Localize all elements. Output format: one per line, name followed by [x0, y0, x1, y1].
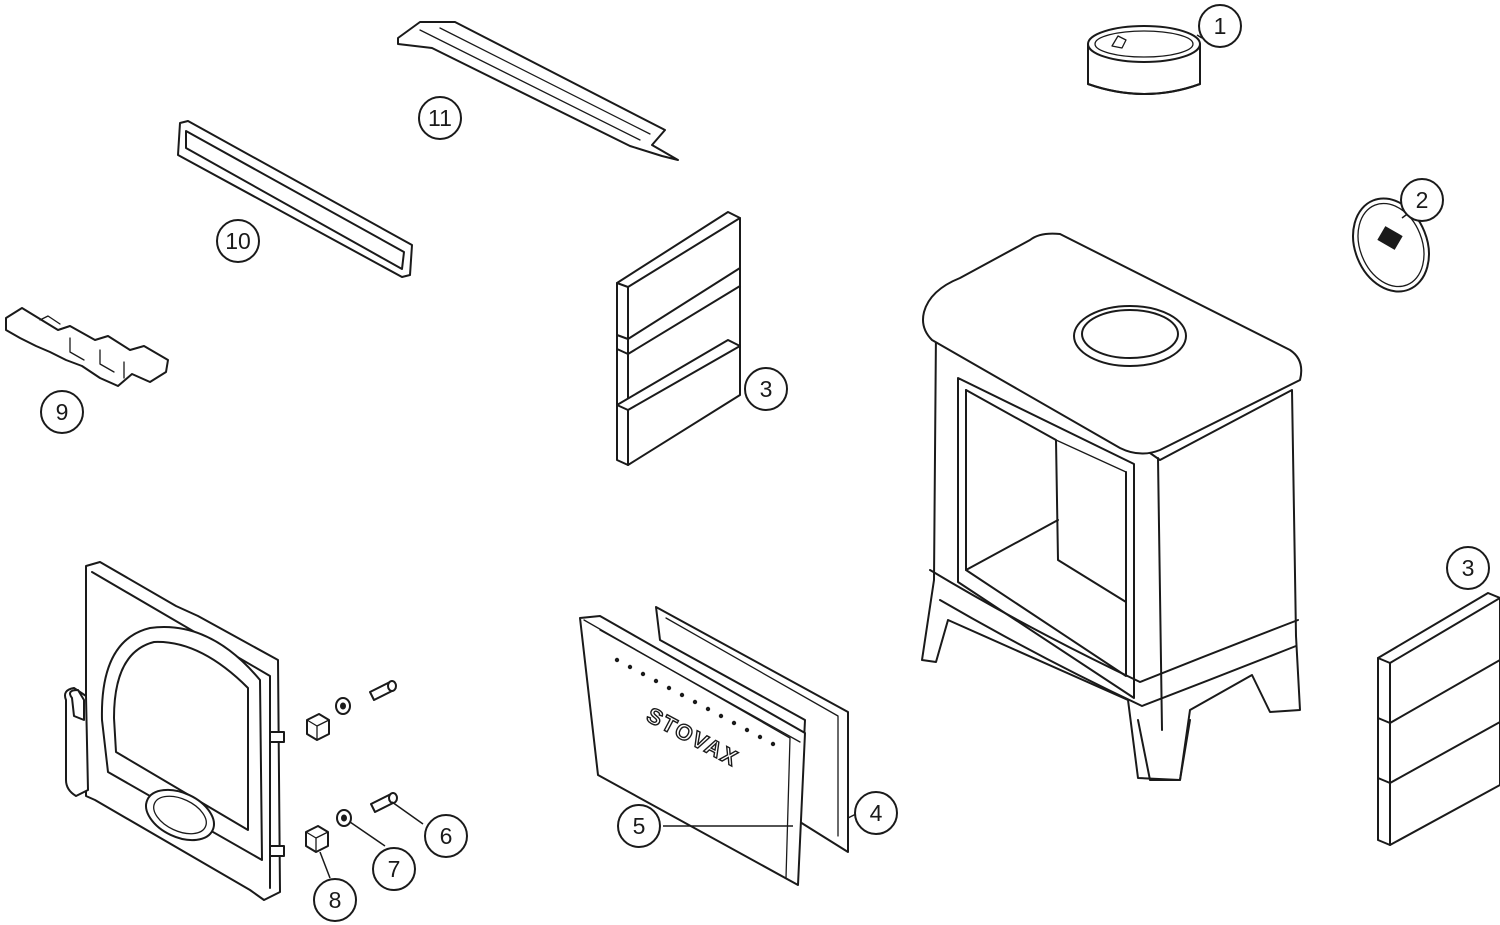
callout-9-label: 9	[56, 399, 69, 425]
callout-3-upper-label: 3	[760, 376, 773, 402]
callout-8: 8	[313, 878, 357, 922]
callout-1-label: 1	[1214, 13, 1227, 39]
callout-7: 7	[372, 847, 416, 891]
callout-2-label: 2	[1416, 187, 1429, 213]
callout-7-label: 7	[388, 856, 401, 882]
callout-8-label: 8	[329, 887, 342, 913]
callout-5: 5	[617, 804, 661, 848]
hinge-block-part	[305, 825, 329, 853]
callout-4: 4	[854, 791, 898, 835]
firebricks-right-part	[1377, 592, 1500, 846]
front-door-assembly	[64, 561, 285, 901]
nut-part	[336, 809, 352, 827]
hinge-pin-upper-part	[369, 680, 397, 701]
flue-collar-part	[1087, 25, 1201, 95]
callout-10-label: 10	[225, 228, 251, 254]
firebricks-left-part	[616, 211, 741, 466]
baffle-plate-part: STOVAX	[579, 615, 806, 886]
nut-upper-part	[335, 697, 351, 715]
callout-10: 10	[216, 219, 260, 263]
hinge-block-upper-part	[306, 713, 330, 741]
callout-5-label: 5	[633, 813, 646, 839]
callout-11-label: 11	[428, 105, 452, 131]
callout-4-label: 4	[870, 800, 883, 826]
callout-2: 2	[1400, 178, 1444, 222]
spigot-cover-plate-part	[1352, 197, 1430, 293]
callout-1: 1	[1198, 4, 1242, 48]
hinge-pin-part	[370, 792, 398, 813]
callout-6: 6	[424, 814, 468, 858]
throat-plate-part	[397, 21, 679, 161]
grate-bar-part	[5, 307, 169, 387]
callout-6-label: 6	[440, 823, 453, 849]
stove-body-part	[921, 232, 1303, 781]
callout-9: 9	[40, 390, 84, 434]
callout-3-upper: 3	[744, 367, 788, 411]
callout-3-lower-label: 3	[1462, 555, 1475, 581]
callout-3-lower: 3	[1446, 546, 1490, 590]
seal-frame-part	[177, 120, 413, 278]
vent-holes	[614, 657, 776, 747]
callout-11: 11	[418, 96, 462, 140]
